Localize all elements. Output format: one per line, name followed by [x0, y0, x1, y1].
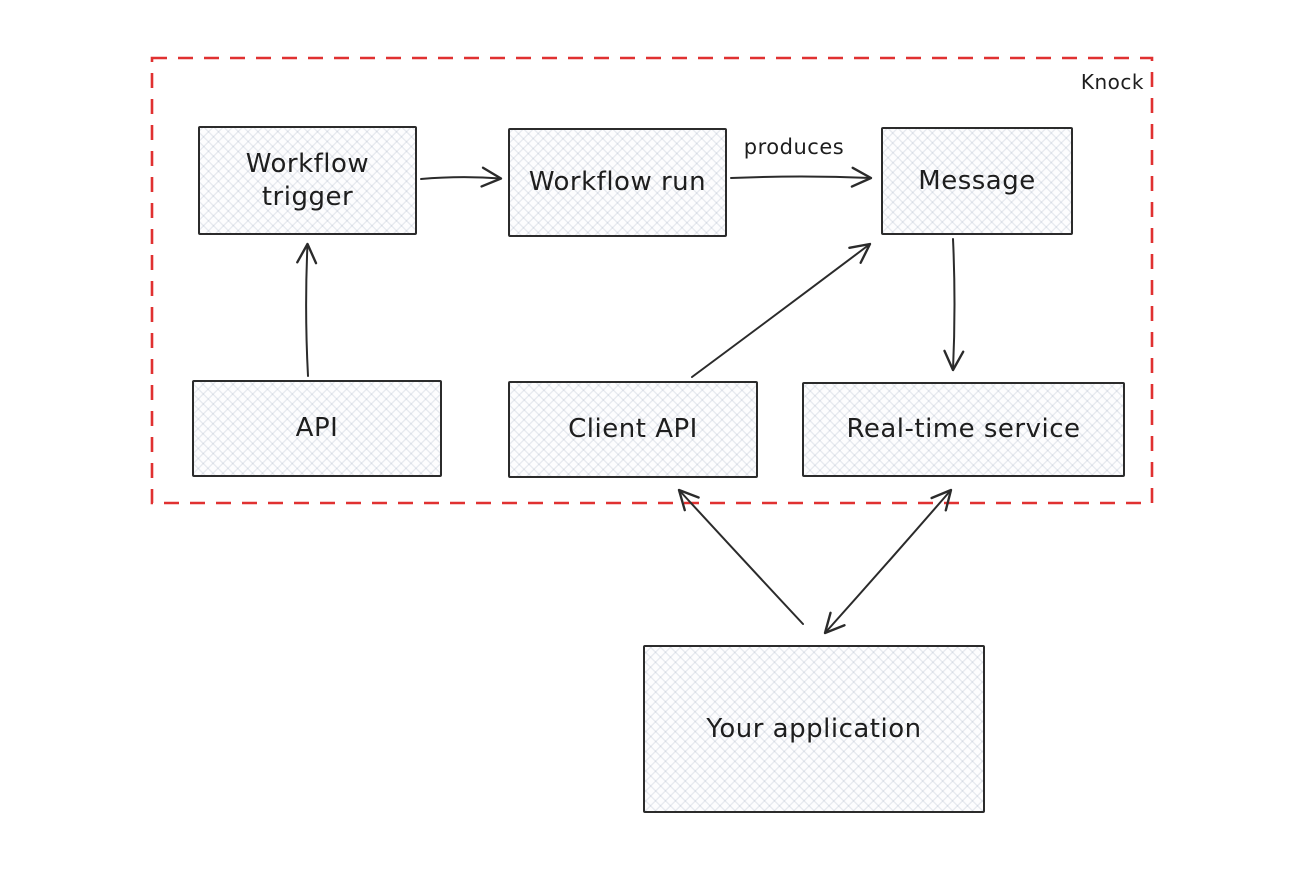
arrow-workflow-run-to-message — [730, 166, 873, 188]
node-workflow-trigger: Workflow trigger — [198, 126, 417, 235]
arrow-message-to-real-time-service — [943, 238, 965, 372]
node-real-time-service-label: Real-time service — [846, 414, 1081, 445]
node-workflow-run-label: Workflow run — [528, 167, 707, 198]
arrow-client-api-to-message — [691, 242, 872, 378]
arrow-your-application-real-time-service-bidirectional — [823, 488, 953, 635]
node-workflow-trigger-label: Workflow trigger — [245, 149, 370, 212]
node-your-application-label: Your application — [706, 713, 922, 744]
node-message: Message — [881, 127, 1073, 235]
node-api-label: API — [295, 413, 339, 444]
node-client-api: Client API — [508, 381, 758, 478]
node-workflow-run: Workflow run — [508, 128, 727, 237]
node-your-application: Your application — [643, 645, 985, 813]
node-client-api-label: Client API — [568, 414, 698, 445]
node-api: API — [192, 380, 442, 477]
node-message-label: Message — [918, 165, 1036, 196]
arrow-api-to-workflow-trigger — [296, 242, 318, 377]
edge-label-produces: produces — [743, 135, 845, 159]
boundary-label-knock: Knock — [1080, 70, 1144, 94]
node-real-time-service: Real-time service — [802, 382, 1125, 477]
arrow-workflow-trigger-to-workflow-run — [420, 166, 503, 188]
arrow-your-application-to-client-api — [677, 488, 804, 625]
